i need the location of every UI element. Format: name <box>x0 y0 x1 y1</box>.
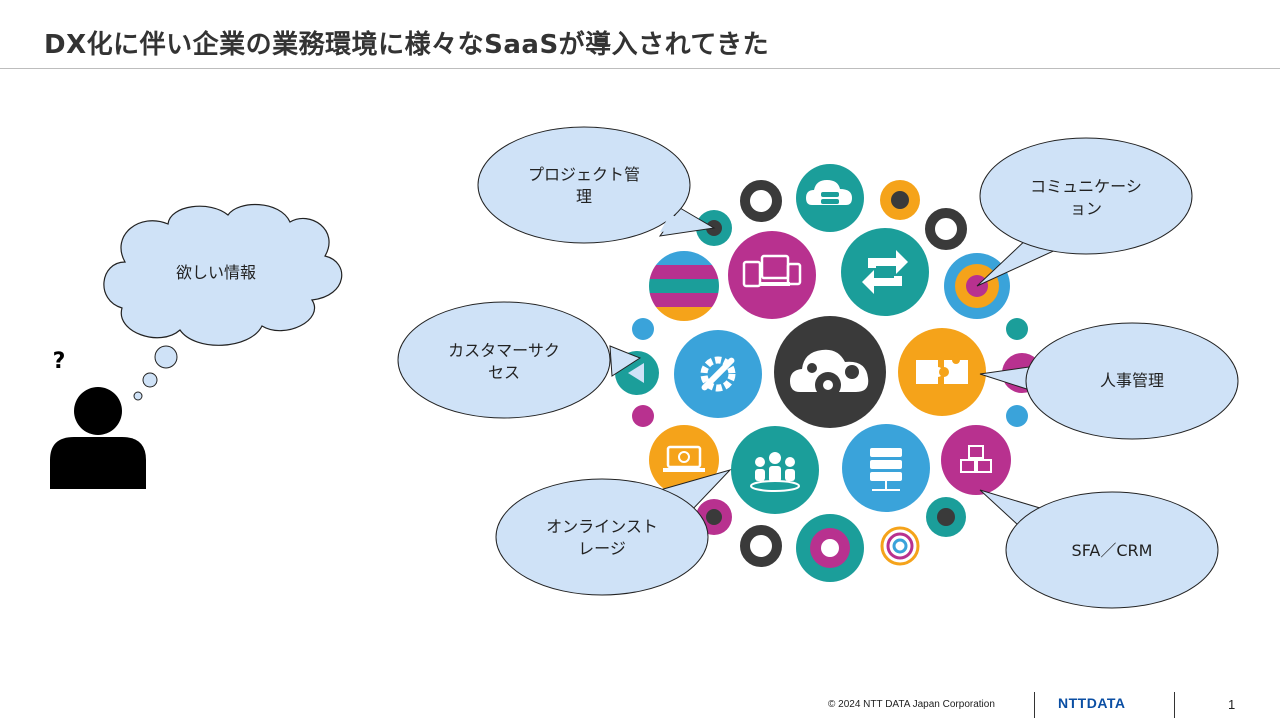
team-icon <box>731 426 819 514</box>
callout-project-text: プロジェクト管 理 <box>494 164 674 208</box>
callout-customer-success <box>397 301 642 419</box>
footer-copyright: © 2024 NTT DATA Japan Corporation <box>828 699 995 710</box>
title-divider <box>0 68 1280 69</box>
callout-sfa-text: SFA／CRM <box>1022 540 1202 562</box>
striped-circle-icon <box>649 251 719 321</box>
callout-line: 理 <box>575 187 592 206</box>
devices-icon <box>728 231 816 319</box>
blocks-icon <box>941 425 1011 495</box>
callout-line: コミュニケーシ <box>1030 177 1142 196</box>
laptop-gear-icon <box>649 425 719 495</box>
callout-communication-text: コミュニケーシ ョン <box>996 176 1176 220</box>
callout-line: 人事管理 <box>1099 371 1164 390</box>
callout-customer-success-text: カスタマーサク セス <box>414 340 594 384</box>
callout-storage-text: オンラインスト レージ <box>512 516 692 560</box>
cloud-gears-icon <box>774 316 886 428</box>
callout-communication <box>976 137 1193 287</box>
question-mark: ? <box>53 349 66 374</box>
company-logo: NTTDATA <box>1058 695 1126 711</box>
person-icon <box>50 387 146 489</box>
page-number: 1 <box>1228 697 1236 712</box>
callout-line: プロジェクト管 <box>527 165 640 184</box>
slide-title: DX化に伴い企業の業務環境に様々なSaaSが導入されてきた <box>44 30 770 60</box>
puzzle-icon <box>898 328 986 416</box>
callout-hr-text: 人事管理 <box>1042 370 1222 392</box>
footer-separator <box>1034 692 1035 718</box>
callout-line: カスタマーサク <box>448 341 560 360</box>
callout-storage <box>495 469 732 596</box>
callout-line: レージ <box>578 539 626 558</box>
cloud-database-icon <box>796 164 864 232</box>
thought-text: 欲しい情報 <box>176 263 256 282</box>
callout-line: ョン <box>1069 199 1102 218</box>
thought-cloud <box>103 204 343 401</box>
callout-hr <box>979 322 1239 440</box>
callout-project <box>477 126 716 244</box>
callout-line: SFA／CRM <box>1071 541 1153 560</box>
callout-line: オンラインスト <box>546 517 658 536</box>
callout-line: セス <box>487 363 520 382</box>
callout-sfa <box>979 489 1219 609</box>
sync-icon <box>841 228 929 316</box>
footer-separator <box>1174 692 1175 718</box>
database-icon <box>842 424 930 512</box>
gear-wrench-icon <box>674 330 762 418</box>
